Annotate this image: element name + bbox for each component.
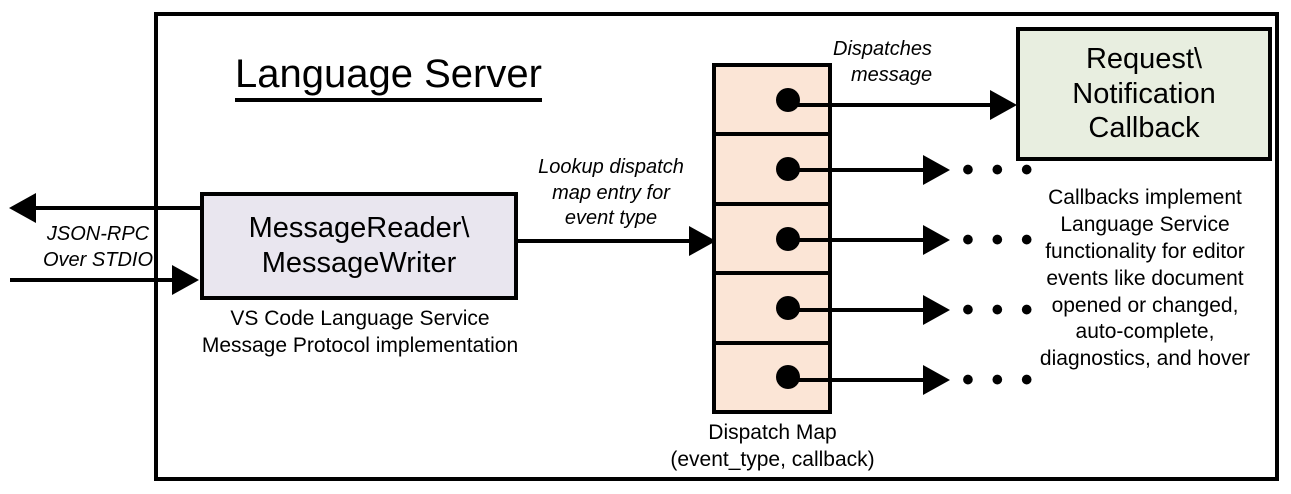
callback-caption-line-7: diagnostics, and hover: [1039, 347, 1251, 371]
dispatch-map-caption-line-1: Dispatch Map: [708, 421, 837, 444]
request-notification-callback-box[interactable]: Request\ Notification Callback: [1016, 27, 1272, 161]
dispatch-row-3-line: [784, 238, 926, 242]
message-reader-title-line-2: MessageWriter: [261, 247, 457, 279]
dispatch-map-row[interactable]: [716, 67, 828, 137]
message-reader-caption: VS Code Language Service Message Protoco…: [180, 306, 540, 360]
dispatch-row-3-arrowhead: [923, 225, 950, 255]
jsonrpc-edge-label: JSON-RPC Over STDIO: [18, 222, 178, 273]
jsonrpc-label-line-1: JSON-RPC: [46, 223, 150, 245]
dispatches-edge-label: Dispatches message: [833, 37, 1013, 88]
dispatch-row-5-arrowhead: [923, 365, 950, 395]
dispatch-row-1-arrowhead: [990, 90, 1017, 120]
callback-caption: Callbacks implement Language Service fun…: [1010, 185, 1280, 373]
dispatches-label-line-1: Dispatches: [833, 38, 932, 60]
dispatch-row-4-ellipsis: • • •: [962, 291, 1037, 329]
callback-title-line-1: Request\: [1085, 42, 1203, 75]
dispatch-entry-dot-icon: [776, 295, 800, 320]
callback-caption-line-1: Callbacks implement: [1048, 186, 1242, 209]
lookup-label-line-2: map entry for: [552, 181, 670, 204]
callback-title-line-3: Callback: [1088, 112, 1200, 145]
lookup-label-line-1: Lookup dispatch: [538, 156, 684, 178]
outbound-io-arrowhead: [9, 193, 36, 223]
dispatch-map-row[interactable]: [716, 345, 828, 410]
callback-caption-line-3: functionality for editor: [1045, 239, 1245, 263]
lookup-edge-arrowhead: [689, 226, 716, 256]
outbound-io-line: [36, 206, 204, 210]
dispatch-row-3-ellipsis: • • •: [962, 221, 1037, 259]
dispatch-row-4-arrowhead: [923, 295, 950, 325]
page-title: Language Server: [235, 52, 542, 102]
lookup-edge-line: [518, 239, 693, 243]
language-server-container: [154, 12, 1279, 481]
callback-title-line-2: Notification: [1072, 77, 1216, 110]
dispatch-map-row[interactable]: [716, 275, 828, 345]
dispatch-entry-dot-icon: [776, 87, 800, 112]
callback-caption-line-5: opened or changed,: [1051, 293, 1239, 317]
dispatch-row-5-ellipsis: • • •: [962, 361, 1037, 399]
dispatch-row-2-arrowhead: [923, 155, 950, 185]
callback-caption-line-6: auto-complete,: [1075, 320, 1215, 344]
message-reader-caption-line-1: VS Code Language Service: [230, 307, 490, 330]
dispatch-row-5-line: [784, 378, 926, 382]
dispatch-map-caption: Dispatch Map (event_type, callback): [640, 420, 905, 474]
dispatches-label-line-2: message: [851, 63, 933, 86]
message-reader-caption-line-2: Message Protocol implementation: [201, 333, 519, 357]
dispatch-row-2-line: [784, 168, 926, 172]
dispatch-row-4-line: [784, 308, 926, 312]
jsonrpc-label-line-2: Over STDIO: [42, 248, 153, 271]
callback-caption-line-2: Language Service: [1060, 212, 1230, 236]
lookup-edge-label: Lookup dispatch map entry for event type: [518, 155, 704, 232]
dispatch-entry-dot-icon: [776, 365, 800, 390]
inbound-io-line: [10, 278, 172, 282]
dispatch-map-caption-line-2: (event_type, callback): [670, 447, 875, 471]
dispatch-row-1-line: [784, 103, 993, 107]
inbound-io-arrowhead: [172, 265, 199, 295]
message-reader-title-line-1: MessageReader\: [248, 212, 470, 245]
message-reader-writer-box[interactable]: MessageReader\ MessageWriter: [200, 192, 518, 300]
callback-caption-line-4: events like document: [1046, 266, 1244, 290]
lookup-label-line-3: event type: [564, 207, 658, 230]
